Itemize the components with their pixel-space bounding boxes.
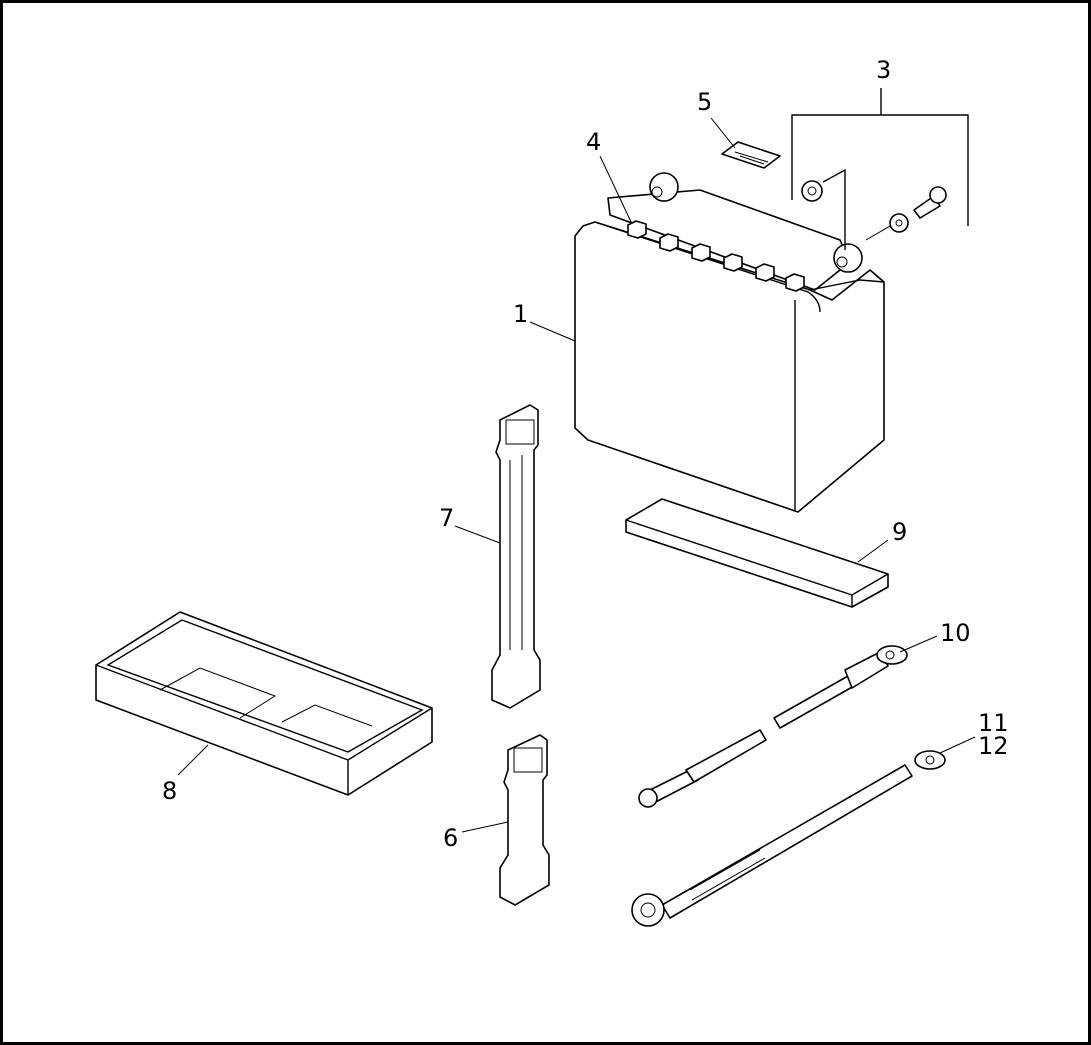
callout-10: 10 — [940, 619, 971, 647]
battery-pad — [625, 498, 889, 608]
callout-6: 6 — [443, 824, 458, 852]
callout-3: 3 — [876, 56, 891, 84]
terminal-caps — [627, 220, 805, 292]
callout-5: 5 — [697, 88, 712, 116]
battery-tray — [95, 611, 433, 796]
battery — [574, 172, 885, 513]
callout-12: 12 — [978, 732, 1009, 760]
callout-8: 8 — [162, 777, 177, 805]
leader-lines — [177, 117, 976, 833]
strap-long — [491, 404, 541, 709]
warning-label — [721, 141, 781, 169]
exploded-view: 1 3 4 5 6 7 8 9 10 11 12 — [95, 56, 1009, 927]
strap-short — [499, 734, 550, 906]
hardware-kit — [791, 88, 969, 250]
ground-cable — [631, 750, 946, 927]
positive-cable — [638, 645, 908, 808]
callout-1: 1 — [513, 300, 528, 328]
callout-7: 7 — [439, 504, 454, 532]
callout-9: 9 — [892, 518, 907, 546]
callout-11: 11 — [978, 709, 1009, 737]
callout-4: 4 — [586, 128, 601, 156]
